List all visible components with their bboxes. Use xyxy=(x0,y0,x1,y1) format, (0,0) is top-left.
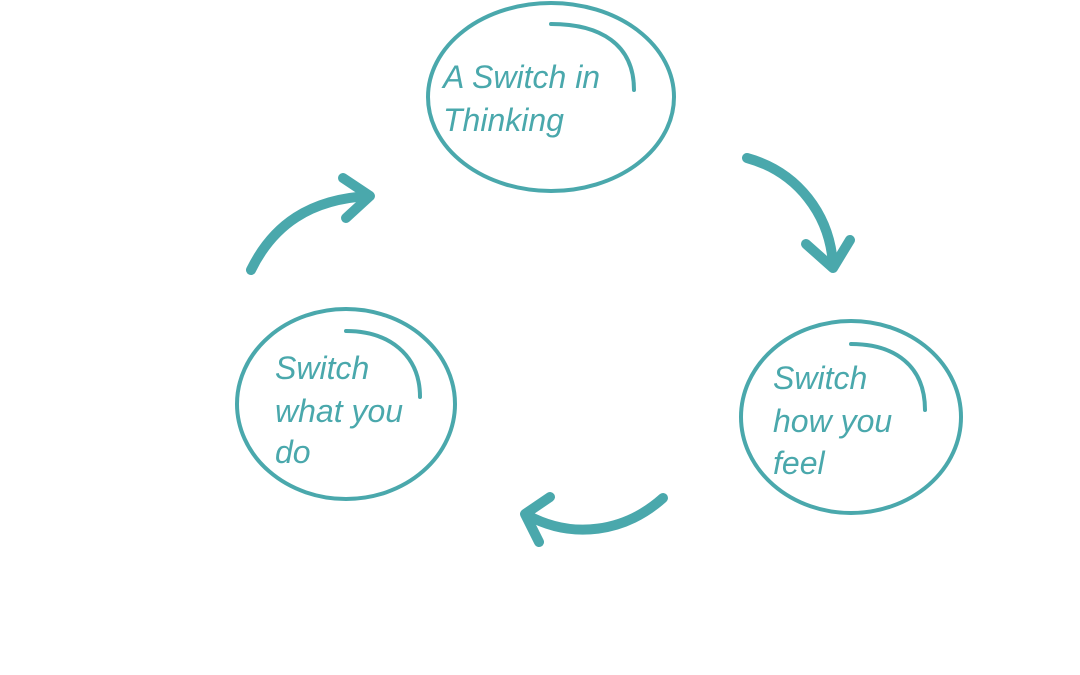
node-do-label-line-1: Switch xyxy=(275,350,369,386)
node-do-accent-arc xyxy=(344,329,422,399)
node-thinking-accent-arc xyxy=(549,22,636,92)
node-thinking-label: A Switch in Thinking xyxy=(441,59,609,138)
arrow-feel-to-do xyxy=(520,492,668,547)
node-thinking-label-line-1: A Switch in xyxy=(441,59,600,95)
node-do-label-line-2: what you xyxy=(275,393,403,429)
node-feel-label-line-1: Switch xyxy=(773,360,867,396)
node-feel-accent-arc xyxy=(849,342,927,412)
arrow-thinking-to-feel-head-icon xyxy=(801,235,855,273)
arrow-do-to-thinking xyxy=(246,173,375,275)
arrow-do-to-thinking-head-icon xyxy=(338,173,375,223)
node-do-label-line-3: do xyxy=(275,434,311,470)
arrow-thinking-to-feel-shaft xyxy=(742,153,838,270)
node-feel-label-line-3: feel xyxy=(773,445,825,481)
node-feel-outline xyxy=(739,319,963,515)
arrow-feel-to-do-head-icon xyxy=(520,492,555,547)
arrow-thinking-to-feel xyxy=(742,153,855,273)
node-feel-label-line-2: how you xyxy=(773,403,892,439)
node-do: Switch what you do xyxy=(235,307,457,501)
arrow-do-to-thinking-shaft xyxy=(246,191,374,275)
arrow-feel-to-do-shaft xyxy=(522,493,668,535)
node-thinking: A Switch in Thinking xyxy=(426,1,676,193)
node-do-outline xyxy=(235,307,457,501)
node-thinking-label-line-2: Thinking xyxy=(443,102,564,138)
node-feel: Switch how you feel xyxy=(739,319,963,515)
node-feel-label: Switch how you feel xyxy=(773,360,901,481)
node-thinking-outline xyxy=(426,1,676,193)
node-do-label: Switch what you do xyxy=(275,350,412,470)
